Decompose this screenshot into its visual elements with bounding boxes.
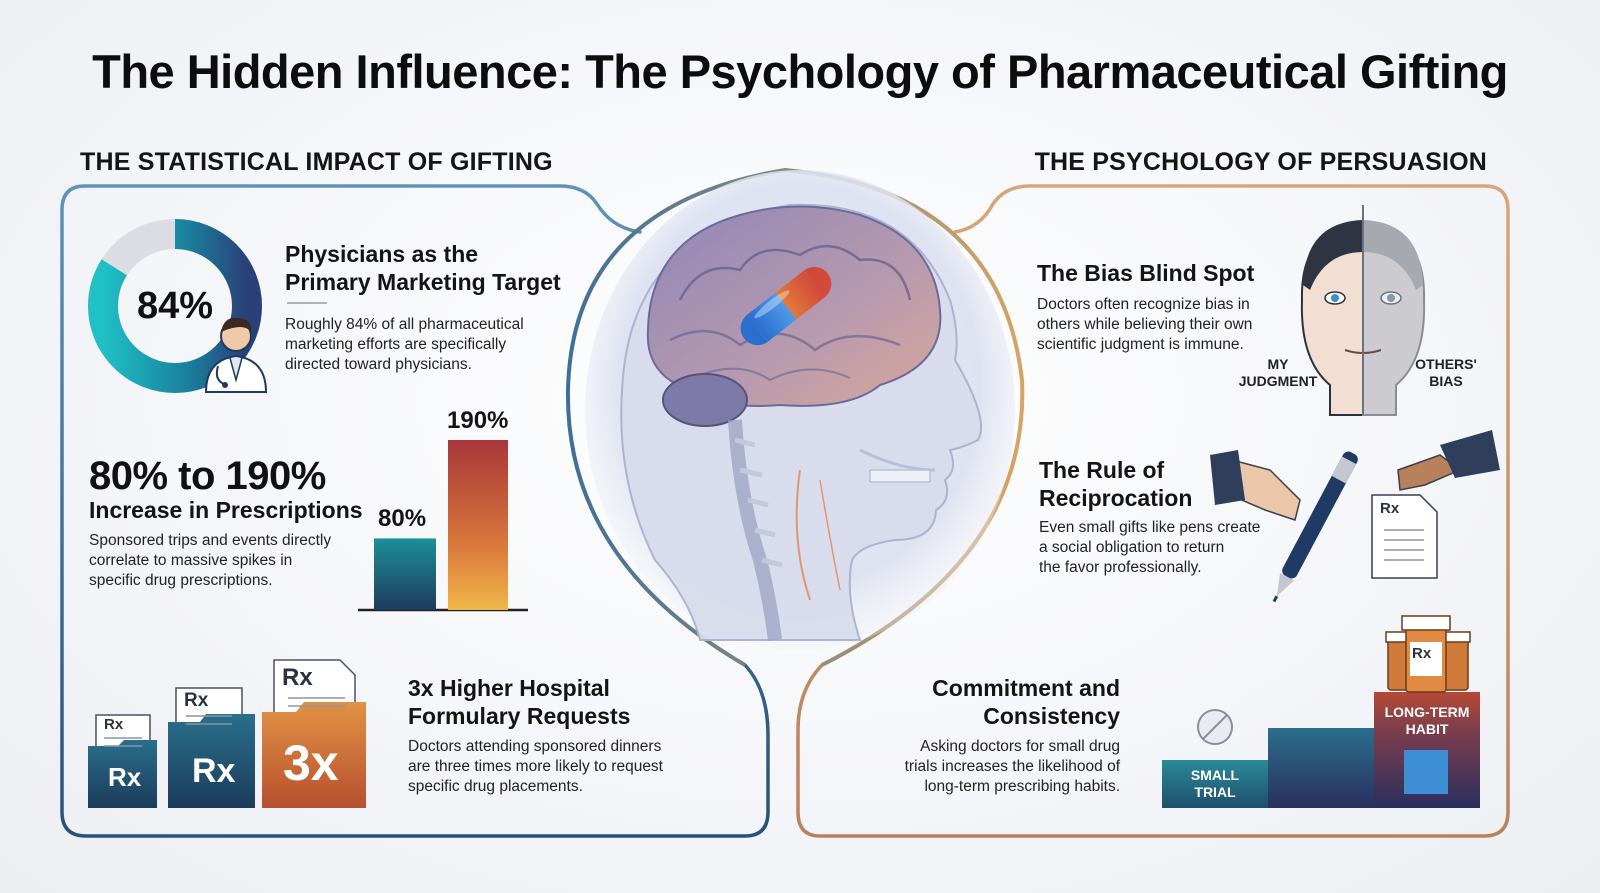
commitment-desc-line1: Asking doctors for small drug [920,738,1120,755]
bar-80 [374,538,436,610]
commitment-title-line2: Consistency [983,703,1120,729]
rx-folder-small [88,714,157,808]
long-term-line2: HABIT [1405,721,1449,737]
target-desc-line3: directed toward physicians. [285,356,472,373]
reciprocation-desc-line1: Even small gifts like pens create [1039,519,1261,536]
small-trial-line1: SMALL [1190,767,1240,783]
head-ring [565,167,1025,667]
formulary-title: 3x Higher Hospital Formulary Requests [408,674,630,730]
commitment-desc-line3: long-term prescribing habits. [924,778,1120,795]
donut-chart [88,219,262,393]
reciprocation-title: The Rule of Reciprocation [1039,456,1192,512]
commitment-title-line1: Commitment and [932,675,1120,701]
rx-folder-label-small: Rx [108,762,142,792]
bias-desc: Doctors often recognize bias in others w… [1037,295,1252,355]
target-desc-line1: Roughly 84% of all pharmaceutical [285,316,524,333]
target-title-line1: Physicians as the [285,241,479,267]
left-section-heading: THE STATISTICAL IMPACT OF GIFTING [80,148,553,176]
small-trial-line2: TRIAL [1194,784,1236,800]
target-desc: Roughly 84% of all pharmaceutical market… [285,315,524,375]
page-title: The Hidden Influence: The Psychology of … [92,45,1508,98]
bar-80-label: 80% [378,505,427,533]
rx-paper-label: Rx [1380,500,1400,517]
rx-folder-label-medium: Rx [192,752,236,790]
donut-value: 84% [136,285,214,327]
my-judgment-line2: JUDGMENT [1238,373,1318,389]
commitment-desc-line2: trials increases the likelihood of [904,758,1120,775]
others-bias-line2: BIAS [1429,373,1463,389]
formulary-desc-line3: specific drug placements. [408,778,583,795]
prescription-desc: Sponsored trips and events directly corr… [89,531,331,591]
formulary-desc: Doctors attending sponsored dinners are … [408,737,663,797]
long-term-habit-label: LONG-TERM HABIT [1374,704,1480,738]
bar-190 [448,440,508,610]
bias-title: The Bias Blind Spot [1037,260,1255,286]
split-face-icon [1300,205,1426,416]
left-frame [60,184,770,838]
formulary-desc-line1: Doctors attending sponsored dinners [408,738,662,755]
right-section-heading: THE PSYCHOLOGY OF PERSUASION [1034,148,1487,176]
rx-paper-label-medium: Rx [184,690,209,711]
formulary-desc-line2: are three times more likely to request [408,758,663,775]
others-bias-line1: OTHERS' [1415,356,1477,372]
rx-paper-label-small: Rx [104,716,124,733]
prescription-desc-line2: correlate to massive spikes in [89,552,293,569]
target-block: Physicians as the Primary Marketing Targ… [285,240,561,296]
brain-head-illustration [585,170,1015,650]
target-title-line2: Primary Marketing Target [285,269,561,295]
reciprocation-desc: Even small gifts like pens create a soci… [1039,518,1260,578]
commitment-title: Commitment and Consistency [880,674,1120,730]
commitment-desc: Asking doctors for small drug trials inc… [880,737,1120,797]
reciprocation-desc-line2: a social obligation to return [1039,539,1225,556]
bias-desc-line3: scientific judgment is immune. [1037,336,1244,353]
reciprocation-desc-line3: the favor professionally. [1039,559,1202,576]
prescription-desc-line3: specific drug prescriptions. [89,572,273,589]
right-frame [796,184,1510,838]
long-term-line1: LONG-TERM [1384,704,1470,720]
prescription-desc-line1: Sponsored trips and events directly [89,532,332,549]
reciprocation-title-line2: Reciprocation [1039,485,1193,511]
formulary-title-line2: Formulary Requests [408,703,631,729]
bar-190-label: 190% [447,407,509,434]
rx-folder-medium [168,687,255,808]
others-bias-label: OTHERS' BIAS [1404,356,1488,390]
bottle-rx-label: Rx [1412,645,1432,662]
prescription-stat: 80% to 190% [89,454,326,498]
reciprocation-title-line1: The Rule of [1039,457,1165,483]
3x-folder-label: 3x [283,735,339,791]
my-judgment-line1: MY [1267,356,1289,372]
target-desc-line2: marketing efforts are specifically [285,336,507,353]
bias-desc-line1: Doctors often recognize bias in [1037,296,1250,313]
prescription-subtitle: Increase in Prescriptions [89,497,363,523]
rx-folder-large [262,659,366,808]
commitment-steps [1162,615,1480,808]
rx-paper-label-large: Rx [282,664,313,691]
my-judgment-label: MY JUDGMENT [1232,356,1324,390]
handshake-pen-icon [1210,430,1500,603]
formulary-title-line1: 3x Higher Hospital [408,675,610,701]
small-trial-label: SMALL TRIAL [1162,767,1268,801]
doctor-icon [204,317,268,393]
bias-desc-line2: others while believing their own [1037,316,1253,333]
